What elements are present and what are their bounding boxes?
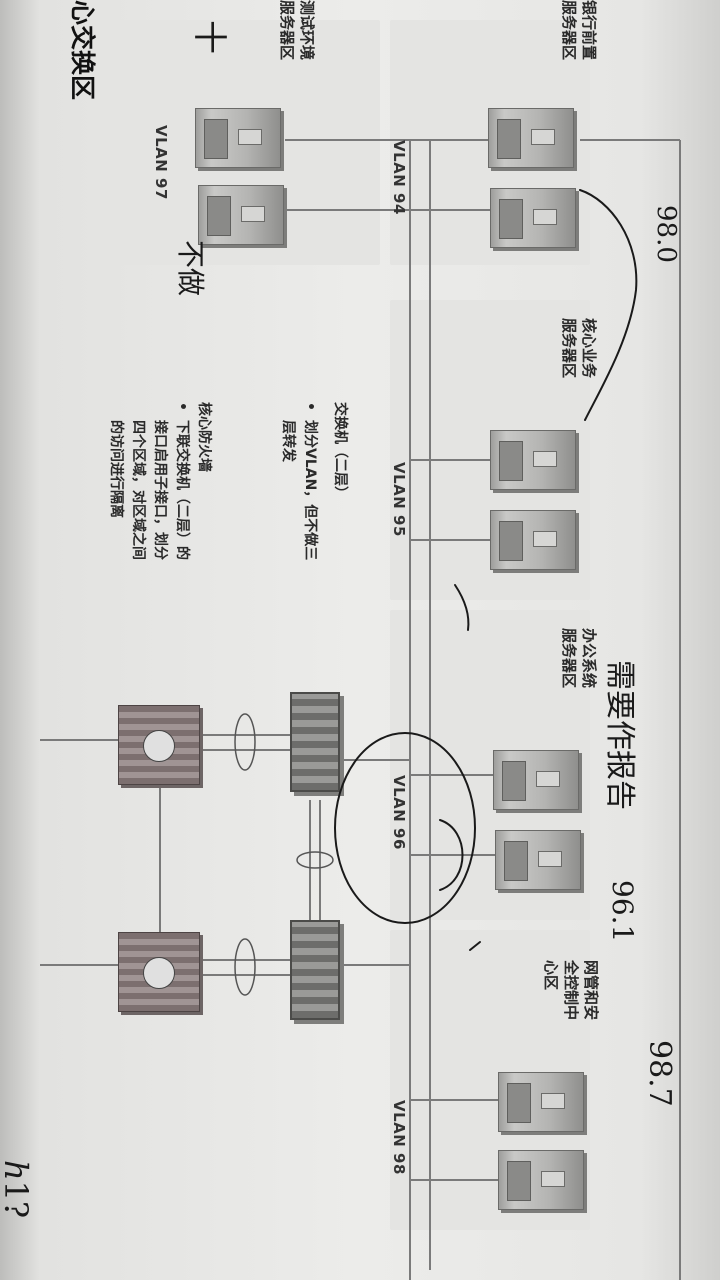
server-mgmt-1 [498, 1072, 584, 1132]
router-icon [143, 730, 175, 762]
handwriting-g: ℎ1? [0, 1160, 35, 1219]
core-switch-1 [290, 692, 340, 792]
server-bank-2 [490, 188, 576, 248]
server-office-2 [495, 830, 581, 890]
handwriting-c: 需要作报告 [602, 660, 637, 810]
server-mgmt-2 [498, 1150, 584, 1210]
handwriting-b: 不做 [174, 240, 207, 297]
core-firewall-2 [118, 932, 200, 1012]
server-core-2 [490, 510, 576, 570]
server-core-1 [490, 430, 576, 490]
server-bank-1 [488, 108, 574, 168]
server-test-2 [198, 185, 284, 245]
handwriting-d: 96.1 [606, 880, 639, 943]
router-icon [143, 957, 175, 989]
server-test-1 [195, 108, 281, 168]
handwriting-a: 98.0 [651, 205, 681, 263]
core-switch-2 [290, 920, 340, 1020]
core-firewall-1 [118, 705, 200, 785]
handwriting-f: 十 [189, 20, 229, 54]
server-office-1 [493, 750, 579, 810]
handwriting-e: 98.7 [642, 1040, 677, 1107]
